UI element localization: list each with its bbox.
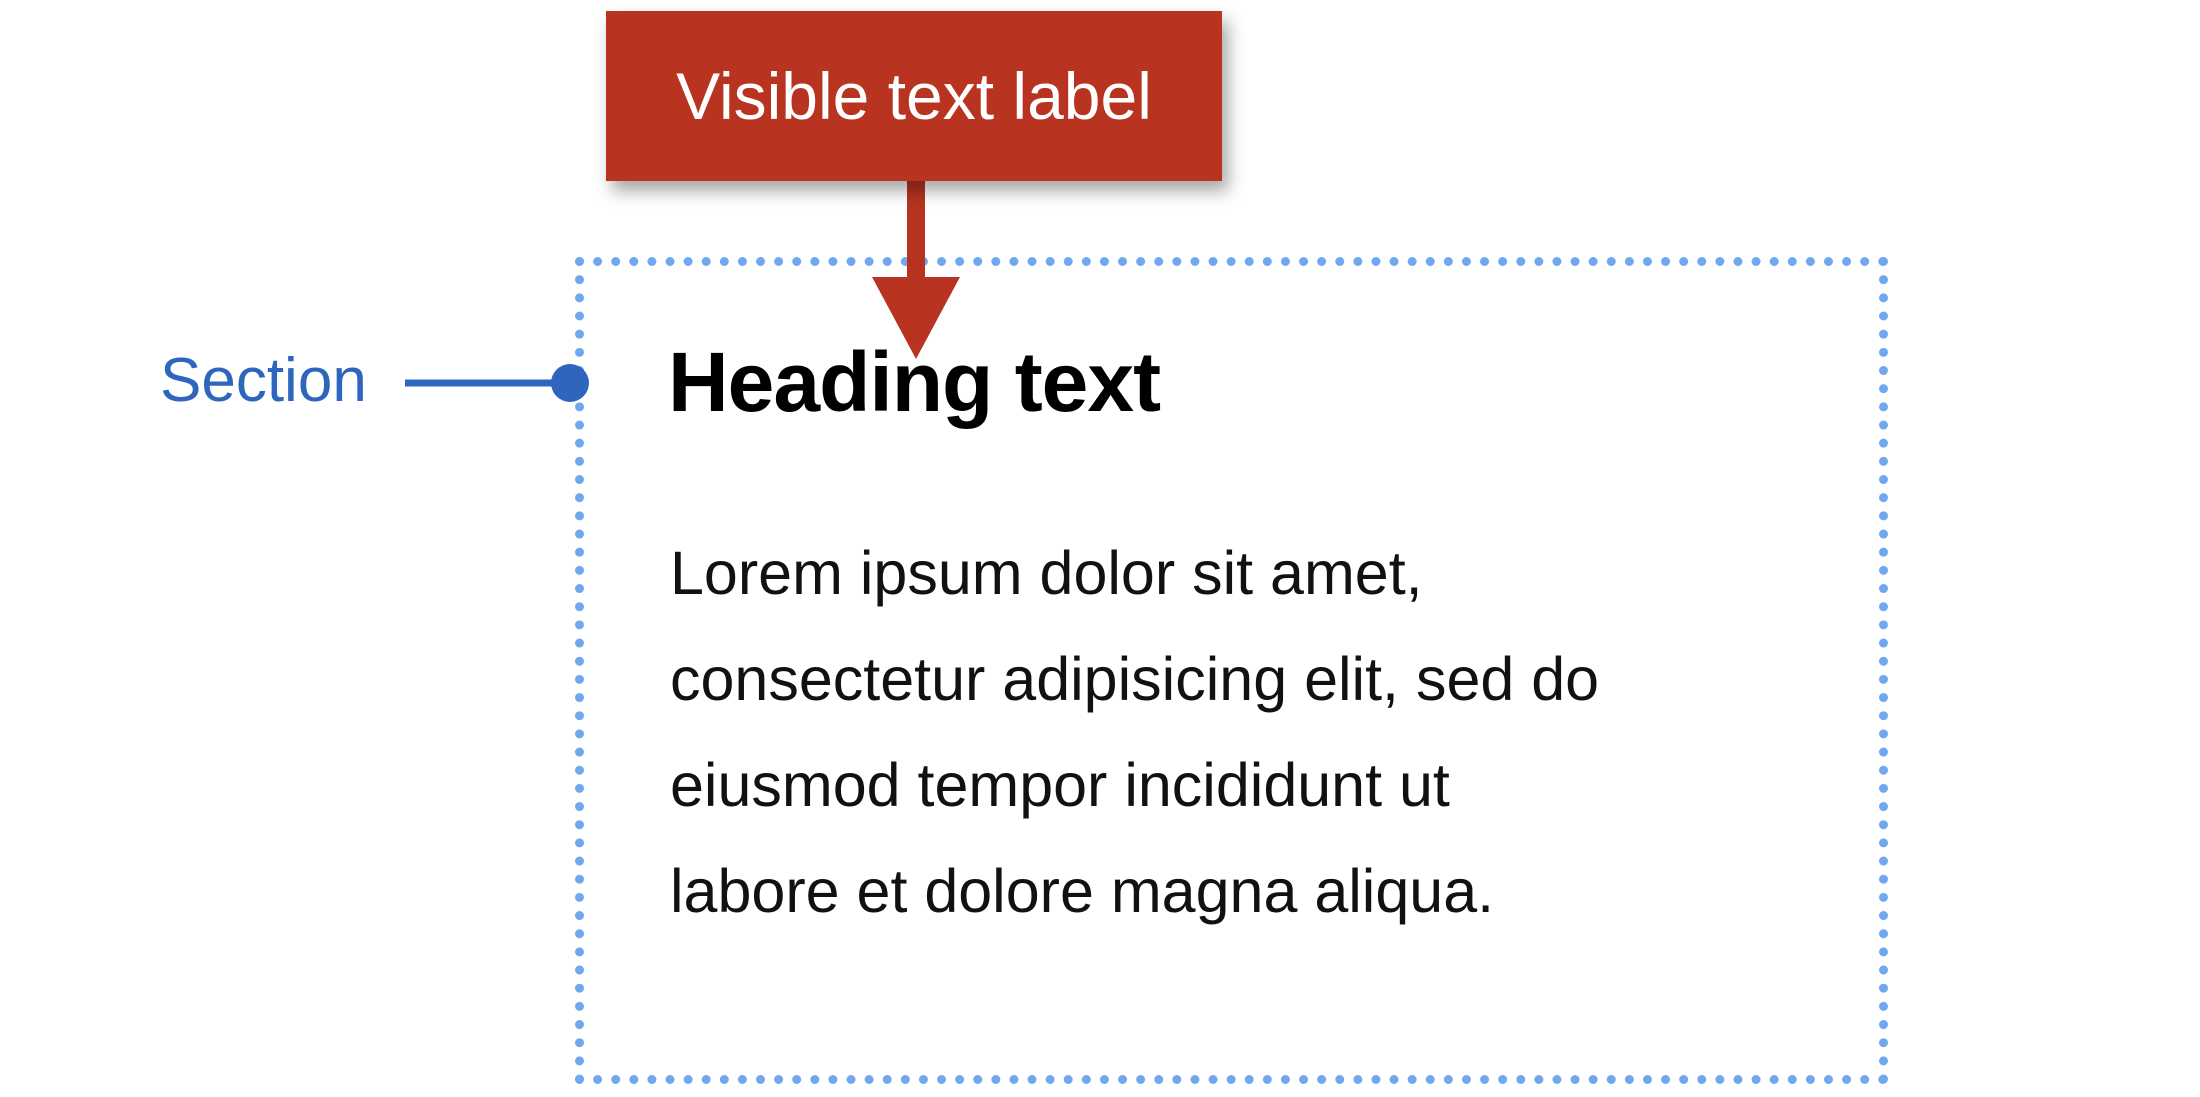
callout-arrow-shaft xyxy=(907,181,925,277)
body-line: Lorem ipsum dolor sit amet, xyxy=(670,539,1423,607)
section-boundary xyxy=(575,257,1888,1084)
body-line: eiusmod tempor incididunt ut xyxy=(670,751,1450,819)
body-line: consectetur adipisicing elit, sed do xyxy=(670,645,1600,713)
section-leader-dot xyxy=(551,364,589,402)
callout-arrow-head xyxy=(872,277,960,359)
visible-label-callout: Visible text label xyxy=(606,11,1222,181)
section-annotation-label: Section xyxy=(160,346,367,415)
body-line: labore et dolore magna aliqua. xyxy=(670,857,1495,925)
body-paragraph: Lorem ipsum dolor sit amet, consectetur … xyxy=(670,520,1599,944)
callout-label-text: Visible text label xyxy=(676,59,1152,133)
